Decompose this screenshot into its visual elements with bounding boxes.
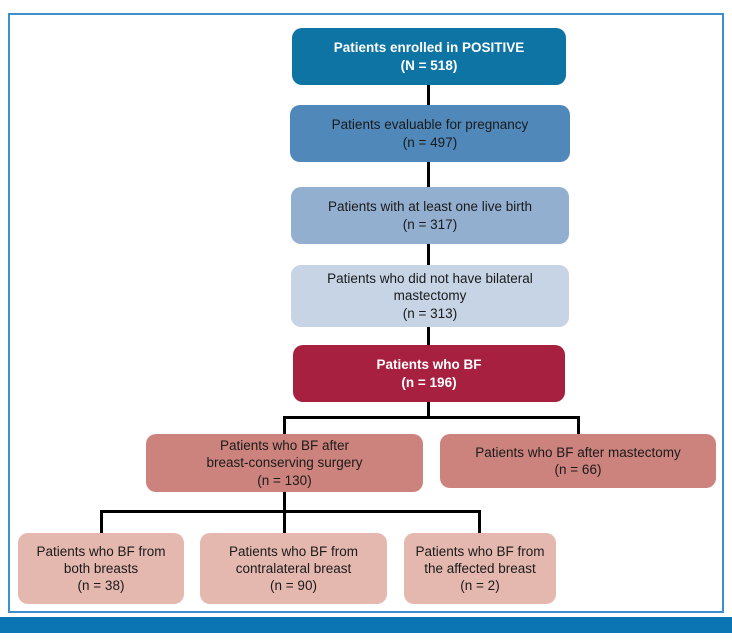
node-label: Patients who BF after breast-conserving …: [206, 438, 363, 471]
node-evaluable-pregnancy: Patients evaluable for pregnancy (n = 49…: [290, 105, 570, 162]
connector-bf-branch-bar: [283, 416, 580, 419]
connector-branch-bcs: [283, 416, 286, 434]
node-bf-mastectomy: Patients who BF after mastectomy (n = 66…: [440, 434, 716, 488]
connector-branch-both-breasts: [100, 510, 103, 533]
node-count: (N = 518): [400, 57, 458, 73]
node-count: (n = 66): [554, 462, 602, 477]
node-count: (n = 130): [257, 472, 312, 488]
node-label: Patients who BF from the affected breast: [415, 543, 545, 576]
connector-branch-affected-breast: [478, 510, 481, 533]
node-label: Patients enrolled in POSITIVE: [333, 40, 525, 56]
connector-evaluable-livebirth: [427, 162, 430, 187]
node-bf-breast-conserving-surgery: Patients who BF after breast-conserving …: [146, 434, 423, 492]
node-enrolled: Patients enrolled in POSITIVE (N = 518): [292, 28, 566, 85]
node-count: (n = 196): [401, 374, 457, 390]
node-label: Patients evaluable for pregnancy: [331, 117, 529, 133]
connector-livebirth-nobilateral: [427, 244, 430, 265]
node-count: (n = 38): [77, 578, 125, 594]
node-label: Patients who BF from both breasts: [36, 543, 166, 576]
connector-branch-mastectomy: [577, 416, 580, 434]
node-count: (n = 2): [460, 578, 500, 594]
node-label: Patients who BF: [376, 357, 482, 373]
node-bf: Patients who BF (n = 196): [293, 345, 565, 402]
connector-bcs-branch-bar: [100, 510, 481, 513]
connector-enrolled-evaluable: [427, 85, 430, 105]
node-no-bilateral-mastectomy: Patients who did not have bilateral mast…: [291, 265, 569, 327]
connector-nobilateral-bf: [427, 327, 430, 345]
node-count: (n = 313): [402, 305, 458, 321]
node-label: Patients who BF from contralateral breas…: [228, 543, 359, 576]
node-label: Patients who did not have bilateral mast…: [327, 271, 533, 304]
connector-bf-stem: [427, 402, 430, 418]
bottom-accent-bar: [0, 617, 732, 633]
node-label: Patients with at least one live birth: [327, 199, 533, 215]
node-live-birth: Patients with at least one live birth (n…: [291, 187, 569, 244]
node-bf-both-breasts: Patients who BF from both breasts (n = 3…: [18, 533, 184, 604]
node-bf-contralateral-breast: Patients who BF from contralateral breas…: [200, 533, 387, 604]
node-label: Patients who BF after mastectomy: [475, 444, 681, 460]
node-count: (n = 90): [270, 578, 317, 594]
node-count: (n = 497): [402, 134, 458, 150]
node-count: (n = 317): [402, 216, 458, 232]
node-bf-affected-breast: Patients who BF from the affected breast…: [404, 533, 556, 604]
